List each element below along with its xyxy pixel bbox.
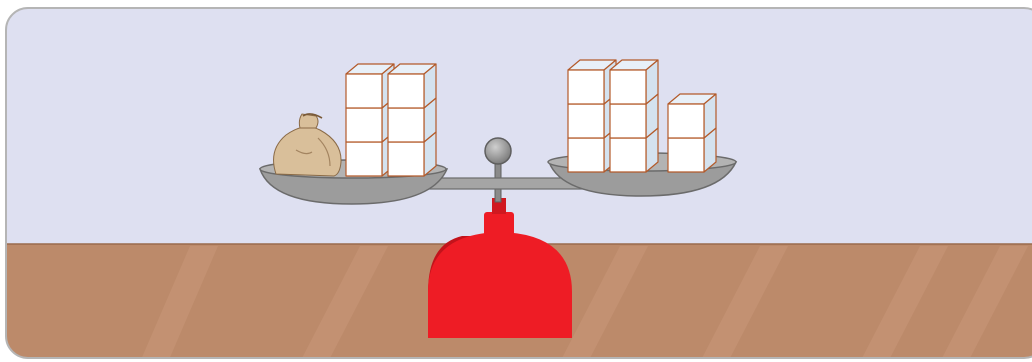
cube	[610, 60, 658, 104]
left-cube-stacks	[346, 64, 436, 176]
cube-stack	[610, 60, 658, 172]
cube-stack	[388, 64, 436, 176]
cube	[388, 64, 436, 108]
cube	[568, 60, 616, 104]
cube	[346, 64, 394, 108]
cube-stack	[568, 60, 616, 172]
cube	[668, 94, 716, 138]
cube-stack	[346, 64, 394, 176]
background-wall	[0, 0, 1032, 246]
cube-stack	[668, 94, 716, 172]
